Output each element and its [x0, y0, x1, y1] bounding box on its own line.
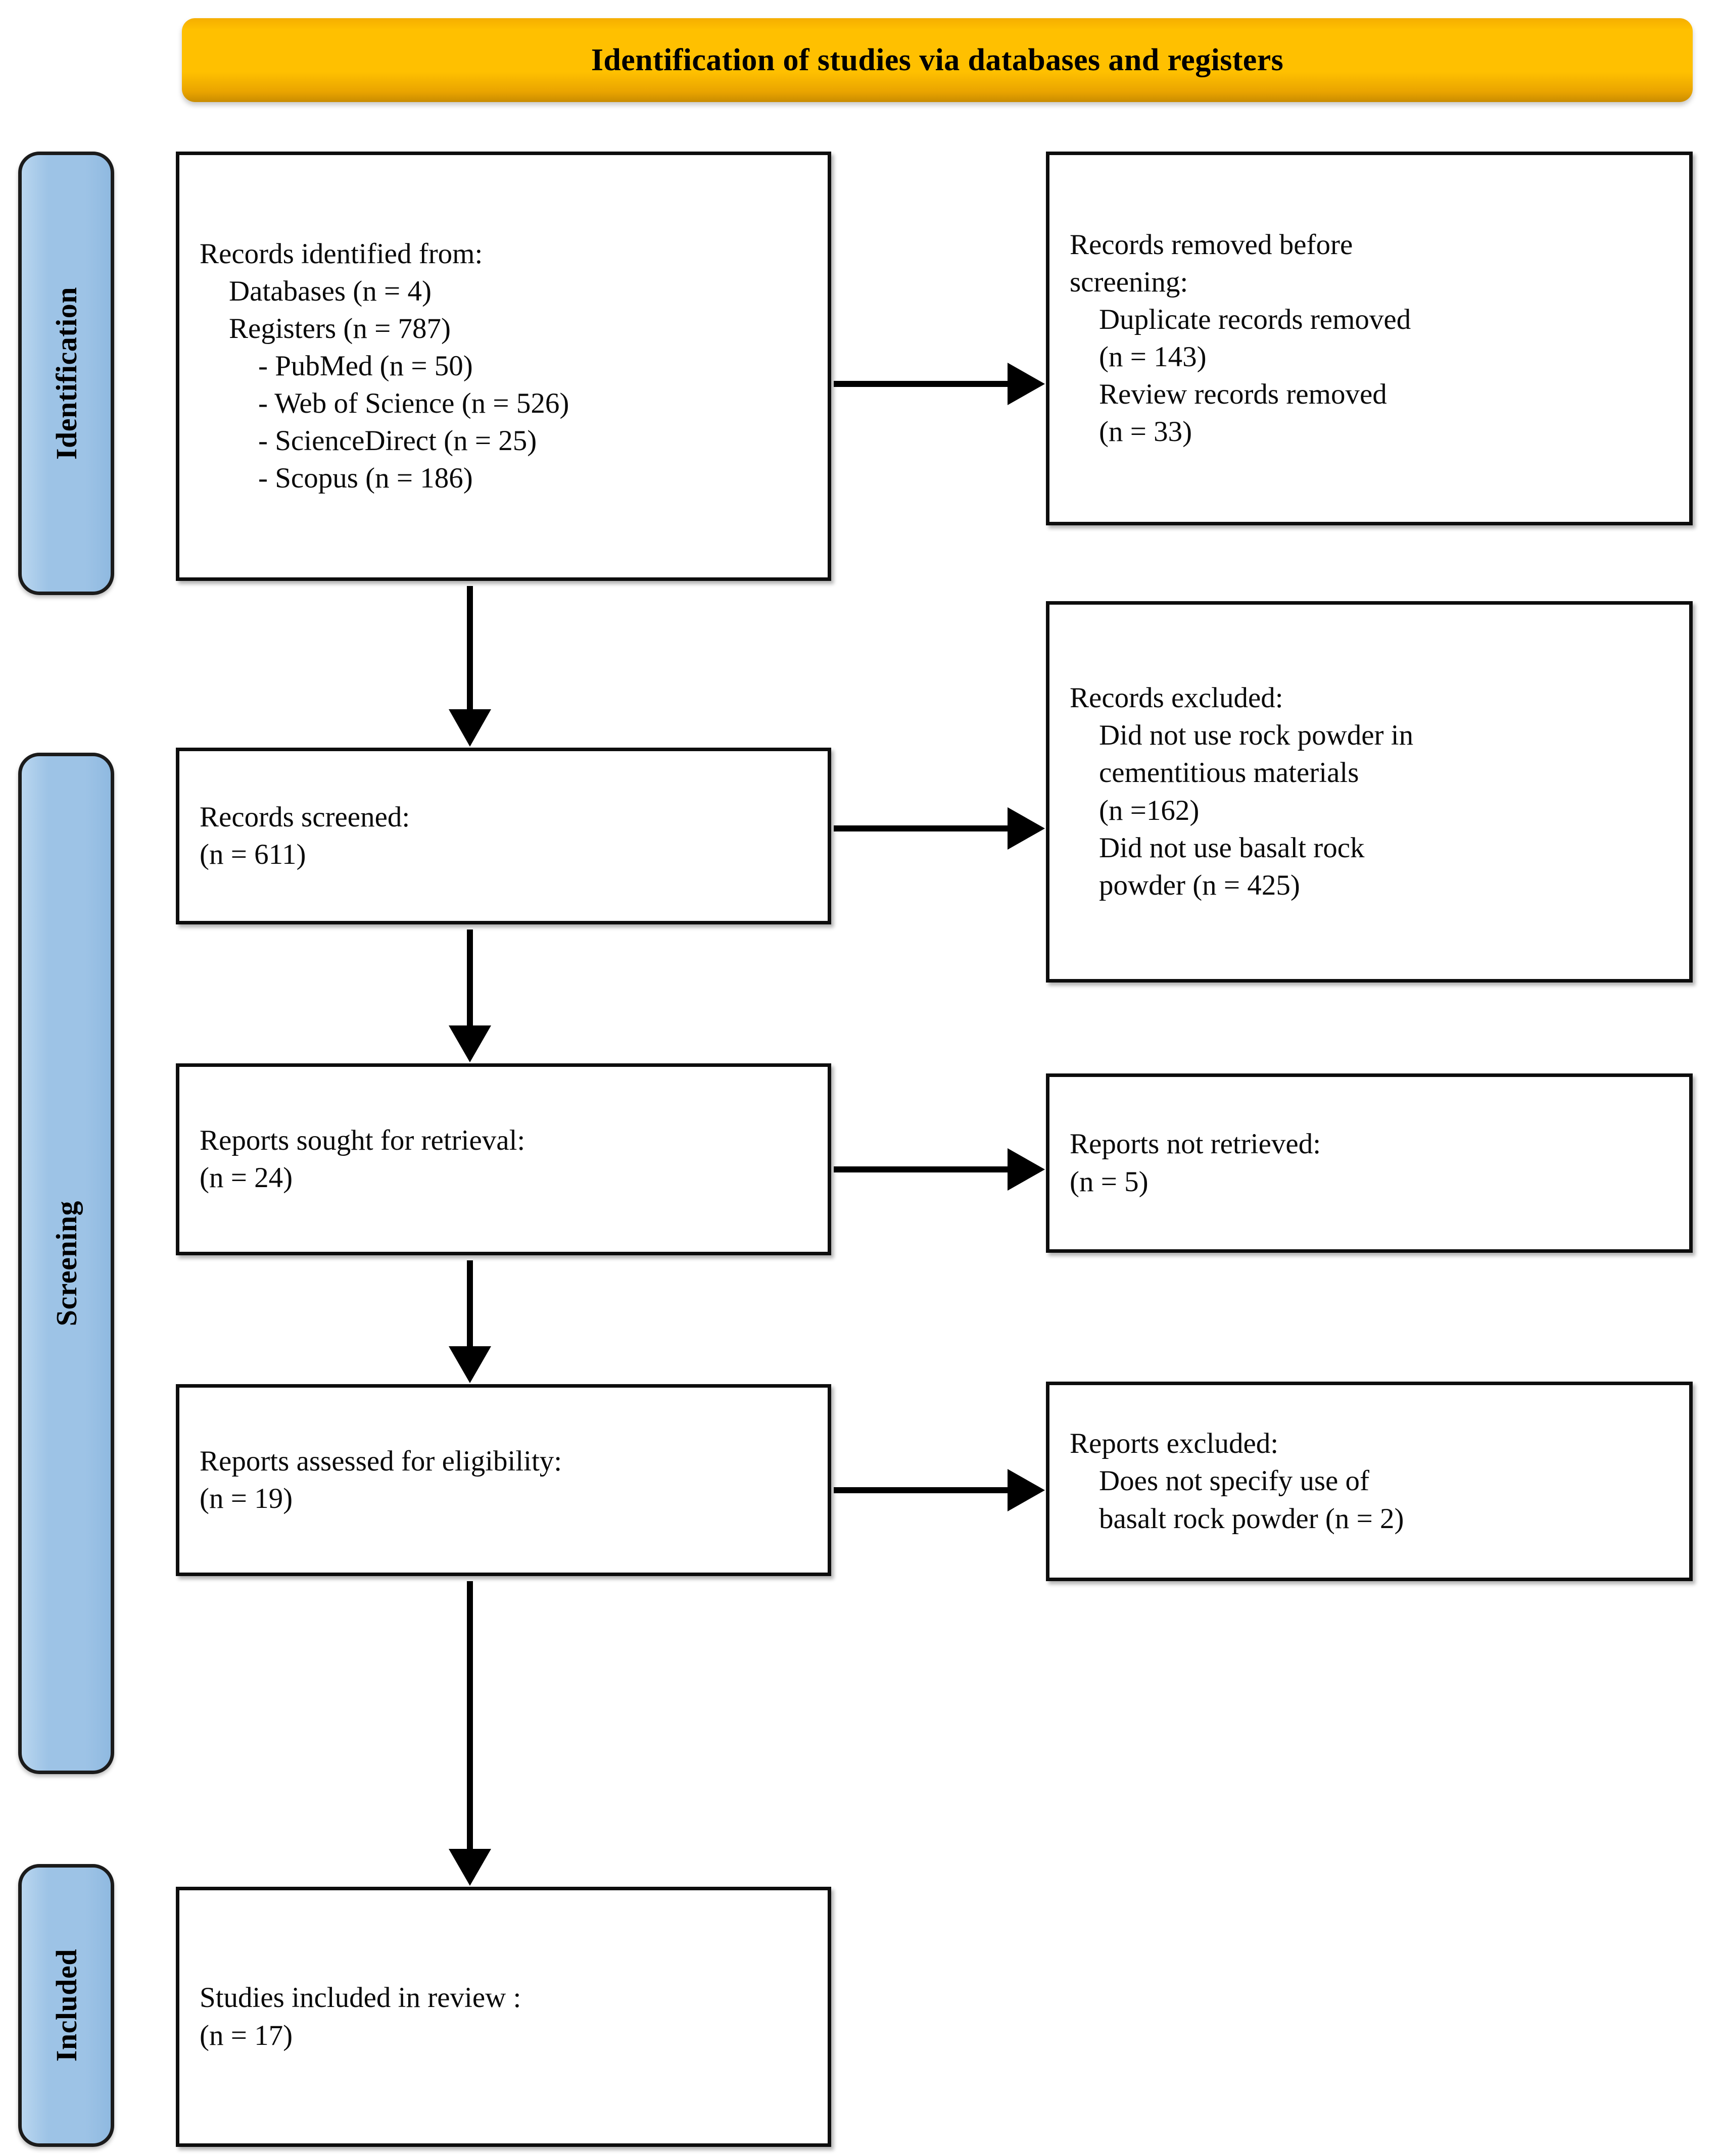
text-line: (n = 19): [200, 1483, 293, 1514]
text-line: Records excluded:: [1070, 682, 1283, 714]
box-records-screened: Records screened: (n = 611): [176, 748, 831, 924]
arrow-right-screened-to-records-excluded: [834, 793, 1046, 864]
stage-tab-identification-label: Identification: [50, 286, 83, 460]
stage-tab-screening: Screening: [18, 753, 114, 1774]
text-line: (n = 24): [200, 1162, 293, 1194]
text-line: Reports not retrieved:: [1070, 1128, 1321, 1160]
text-line: Does not specify use of: [1099, 1465, 1370, 1497]
text-line: - Web of Science (n = 526): [258, 387, 569, 420]
text-line: Records screened:: [200, 801, 410, 833]
arrow-right-sought-to-not-retrieved: [834, 1134, 1046, 1205]
text-line: Records removed before: [1070, 228, 1353, 261]
text-line: - Scopus (n = 186): [258, 462, 473, 495]
text-line: Did not use basalt rock: [1099, 831, 1365, 864]
arrow-down-sought-to-assessed: [435, 1260, 505, 1384]
text-line: screening:: [1070, 266, 1188, 298]
box-records-removed-before-screening: Records removed before screening: Duplic…: [1046, 152, 1693, 525]
stage-tab-identification: Identification: [18, 152, 114, 595]
arrow-down-assessed-to-included: [435, 1581, 505, 1887]
text-line: (n = 143): [1099, 341, 1207, 373]
stage-tab-screening-label: Screening: [50, 1200, 83, 1327]
text-line: Duplicate records removed: [1099, 303, 1411, 335]
text-line: Did not use rock powder in: [1099, 719, 1414, 752]
text-line: Reports assessed for eligibility:: [200, 1445, 562, 1477]
text-line: (n = 33): [1099, 416, 1192, 448]
box-reports-excluded: Reports excluded: Does not specify use o…: [1046, 1382, 1693, 1581]
arrow-down-identified-to-screened: [435, 586, 505, 748]
text-line: cementitious materials: [1099, 757, 1359, 789]
text-line: Studies included in review :: [200, 1982, 521, 2014]
arrow-right-identified-to-removed: [834, 349, 1046, 419]
stage-tab-included: Included: [18, 1864, 114, 2147]
box-studies-included-in-review: Studies included in review : (n = 17): [176, 1887, 831, 2147]
arrow-right-assessed-to-reports-excluded: [834, 1455, 1046, 1526]
text-line: Reports sought for retrieval:: [200, 1124, 525, 1156]
text-line: Review records removed: [1099, 378, 1387, 411]
text-line: - PubMed (n = 50): [258, 350, 473, 382]
text-line: Records identified from:: [200, 237, 483, 270]
text-line: Databases (n = 4): [229, 275, 432, 307]
text-line: (n = 17): [200, 2019, 293, 2051]
box-reports-not-retrieved: Reports not retrieved: (n = 5): [1046, 1073, 1693, 1253]
box-records-excluded: Records excluded: Did not use rock powde…: [1046, 601, 1693, 983]
box-reports-assessed-for-eligibility: Reports assessed for eligibility: (n = 1…: [176, 1384, 831, 1576]
box-reports-sought-for-retrieval: Reports sought for retrieval: (n = 24): [176, 1063, 831, 1255]
header-banner: Identification of studies via databases …: [182, 18, 1693, 102]
text-line: (n = 5): [1070, 1165, 1149, 1198]
text-line: powder (n = 425): [1099, 869, 1300, 901]
banner-title: Identification of studies via databases …: [591, 43, 1284, 77]
box-records-identified: Records identified from: Databases (n = …: [176, 152, 831, 581]
text-line: (n =162): [1099, 794, 1200, 826]
text-line: (n = 611): [200, 839, 306, 870]
stage-tab-included-label: Included: [50, 1949, 83, 2062]
text-line: basalt rock powder (n = 2): [1099, 1502, 1404, 1535]
text-line: Reports excluded:: [1070, 1428, 1279, 1460]
text-line: - ScienceDirect (n = 25): [258, 425, 537, 457]
arrow-down-screened-to-sought: [435, 929, 505, 1063]
text-line: Registers (n = 787): [229, 312, 451, 345]
